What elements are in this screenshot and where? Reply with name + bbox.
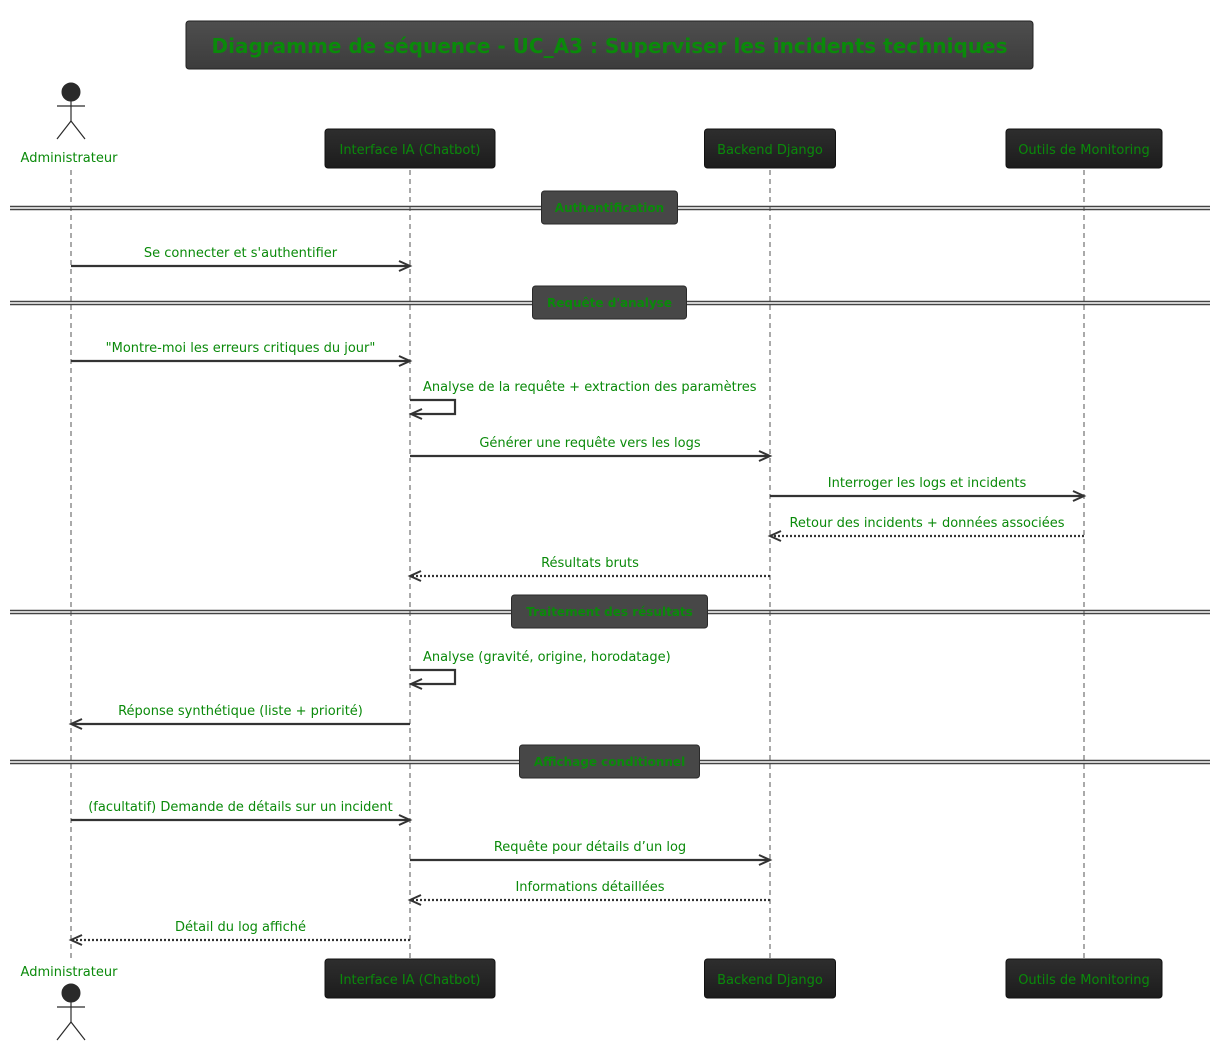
arrow-head-icon bbox=[767, 530, 782, 542]
actor-admin-bottom: Administrateur bbox=[21, 965, 119, 1041]
arrow-head-icon bbox=[758, 854, 773, 866]
divider-label: Affichage conditionnel bbox=[534, 755, 685, 769]
participant-monitor-top: Outils de Monitoring bbox=[1005, 128, 1163, 169]
message-label: Analyse de la requête + extraction des p… bbox=[423, 380, 757, 395]
actor-leg-left bbox=[56, 1021, 72, 1041]
message-label: Détail du log affiché bbox=[175, 920, 306, 935]
divider-box bbox=[541, 190, 678, 225]
participant-monitor-bottom: Outils de Monitoring bbox=[1005, 958, 1163, 999]
participant-backend-bottom: Backend Django bbox=[704, 958, 836, 999]
message-backend-to-chatbot: Informations détaillées bbox=[407, 880, 770, 906]
self-message-line bbox=[410, 398, 457, 416]
section-divider: Affichage conditionnel bbox=[10, 744, 1210, 779]
message-label: "Montre-moi les erreurs critiques du jou… bbox=[106, 341, 376, 356]
participant-box bbox=[324, 958, 496, 999]
arrow-head-icon bbox=[407, 570, 422, 582]
participant-chatbot-bottom: Interface IA (Chatbot) bbox=[324, 958, 496, 999]
divider-box bbox=[519, 744, 700, 779]
message-label: Retour des incidents + données associées bbox=[789, 516, 1064, 531]
participant-box bbox=[1005, 128, 1163, 169]
participant-box bbox=[704, 128, 836, 169]
participant-box bbox=[324, 128, 496, 169]
section-divider: Requête d'analyse bbox=[10, 285, 1210, 320]
message-monitor-to-backend: Retour des incidents + données associées bbox=[767, 516, 1084, 542]
message-chatbot-to-admin: Détail du log affiché bbox=[68, 920, 410, 946]
participant-box bbox=[704, 958, 836, 999]
divider-box bbox=[511, 594, 708, 629]
participant-label: Backend Django bbox=[717, 143, 823, 158]
actor-head-icon bbox=[61, 82, 81, 102]
title-box bbox=[185, 20, 1034, 70]
actor-admin-top: Administrateur bbox=[21, 82, 119, 166]
participant-label: Outils de Monitoring bbox=[1018, 973, 1150, 988]
self-message-chatbot: Analyse (gravité, origine, horodatage) bbox=[408, 650, 671, 690]
divider-label: Requête d'analyse bbox=[547, 296, 672, 310]
message-chatbot-to-backend: Requête pour détails d’un log bbox=[410, 840, 773, 866]
message-chatbot-to-backend: Générer une requête vers les logs bbox=[410, 436, 773, 462]
section-divider: Traitement des résultats bbox=[10, 594, 1210, 629]
participant-label: Backend Django bbox=[717, 973, 823, 988]
participant-label: Interface IA (Chatbot) bbox=[339, 143, 480, 158]
arrow-head-icon bbox=[408, 408, 423, 420]
message-admin-to-chatbot: (facultatif) Demande de détails sur un i… bbox=[71, 800, 413, 826]
participant-backend-top: Backend Django bbox=[704, 128, 836, 169]
divider-label: Authentification bbox=[555, 201, 664, 215]
self-message-line bbox=[410, 668, 457, 686]
diagram-title: Diagramme de séquence - UC_A3 : Supervis… bbox=[212, 34, 1008, 58]
participant-label: Outils de Monitoring bbox=[1018, 143, 1150, 158]
actor-head-icon bbox=[61, 983, 81, 1003]
message-label: (facultatif) Demande de détails sur un i… bbox=[88, 800, 393, 815]
arrow-head-icon bbox=[408, 678, 423, 690]
message-label: Résultats bruts bbox=[541, 556, 639, 571]
arrow-head-icon bbox=[398, 355, 413, 367]
message-admin-to-chatbot: Se connecter et s'authentifier bbox=[71, 246, 413, 272]
message-admin-to-chatbot: "Montre-moi les erreurs critiques du jou… bbox=[71, 341, 413, 367]
message-label: Interroger les logs et incidents bbox=[828, 476, 1027, 491]
section-divider: Authentification bbox=[10, 190, 1210, 225]
divider-label: Traitement des résultats bbox=[526, 605, 693, 619]
message-label: Requête pour détails d’un log bbox=[494, 840, 686, 855]
message-backend-to-chatbot: Résultats bruts bbox=[407, 556, 770, 582]
arrow-head-icon bbox=[398, 260, 413, 272]
arrow-head-icon bbox=[407, 894, 422, 906]
participant-chatbot-top: Interface IA (Chatbot) bbox=[324, 128, 496, 169]
message-label: Analyse (gravité, origine, horodatage) bbox=[423, 650, 671, 665]
arrow-head-icon bbox=[398, 814, 413, 826]
self-message-chatbot: Analyse de la requête + extraction des p… bbox=[408, 380, 757, 420]
message-label: Informations détaillées bbox=[515, 880, 664, 895]
message-backend-to-monitor: Interroger les logs et incidents bbox=[770, 476, 1087, 502]
actor-leg-left bbox=[56, 120, 72, 140]
participant-label: Interface IA (Chatbot) bbox=[339, 973, 480, 988]
arrow-head-icon bbox=[68, 718, 83, 730]
actor-label: Administrateur bbox=[21, 151, 119, 166]
actor-leg-right bbox=[70, 120, 86, 140]
arrow-head-icon bbox=[68, 934, 83, 946]
arrow-head-icon bbox=[758, 450, 773, 462]
arrow-head-icon bbox=[1072, 490, 1087, 502]
divider-box bbox=[532, 285, 687, 320]
message-chatbot-to-admin: Réponse synthétique (liste + priorité) bbox=[68, 704, 410, 730]
message-label: Réponse synthétique (liste + priorité) bbox=[118, 704, 363, 719]
participant-box bbox=[1005, 958, 1163, 999]
message-label: Générer une requête vers les logs bbox=[479, 436, 701, 451]
actor-leg-right bbox=[70, 1021, 86, 1041]
actor-label: Administrateur bbox=[21, 965, 119, 980]
message-label: Se connecter et s'authentifier bbox=[144, 246, 338, 261]
